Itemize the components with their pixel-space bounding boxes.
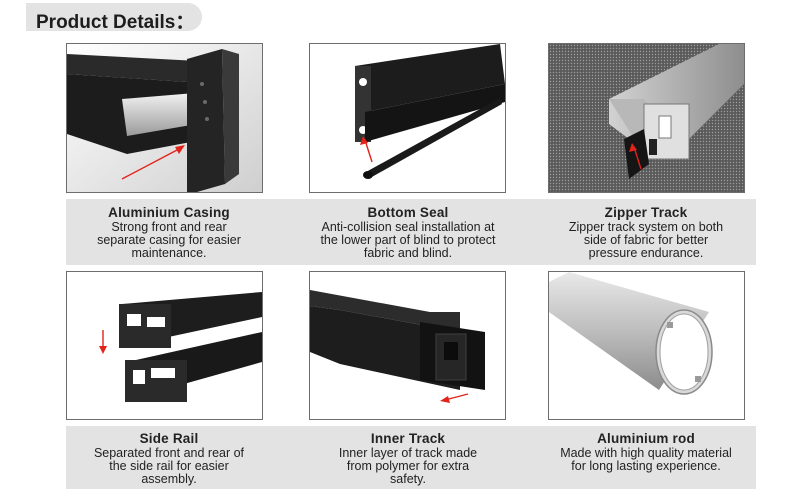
side-rail-image (66, 271, 263, 420)
caption-description: Made with high quality material for long… (560, 446, 732, 473)
caption-description: Inner layer of track made from polymer f… (338, 446, 478, 486)
aluminium-casing-image (66, 43, 263, 193)
zipper-track-image (548, 43, 745, 193)
bottom-seal-image (309, 43, 506, 193)
caption-description: Zipper track system on both side of fabr… (568, 220, 724, 260)
caption-band-top (66, 199, 756, 265)
section-header: Product Details： (26, 3, 202, 33)
section-title: Product Details： (36, 12, 195, 33)
caption-bottom-seal: Bottom Seal Anti-collision seal installa… (297, 204, 519, 260)
aluminium-rod-image (548, 271, 745, 420)
caption-aluminium-casing: Aluminium Casing Strong front and rear s… (58, 204, 280, 260)
caption-side-rail: Side Rail Separated front and rear of th… (58, 430, 280, 486)
caption-aluminium-rod: Aluminium rod Made with high quality mat… (535, 430, 757, 473)
caption-description: Strong front and rear separate casing fo… (97, 220, 241, 260)
caption-title: Zipper Track (604, 205, 688, 220)
caption-description: Separated front and rear of the side rai… (93, 446, 245, 486)
inner-track-image (309, 271, 506, 420)
caption-zipper-track: Zipper Track Zipper track system on both… (535, 204, 757, 260)
caption-title: Aluminium rod (597, 431, 695, 446)
caption-title: Inner Track (370, 431, 446, 446)
caption-title: Side Rail (139, 431, 199, 446)
caption-inner-track: Inner Track Inner layer of track made fr… (297, 430, 519, 486)
caption-title: Aluminium Casing (108, 205, 230, 220)
caption-band-bottom (66, 426, 756, 489)
caption-title: Bottom Seal (367, 205, 449, 220)
caption-description: Anti-collision seal installation at the … (320, 220, 496, 260)
